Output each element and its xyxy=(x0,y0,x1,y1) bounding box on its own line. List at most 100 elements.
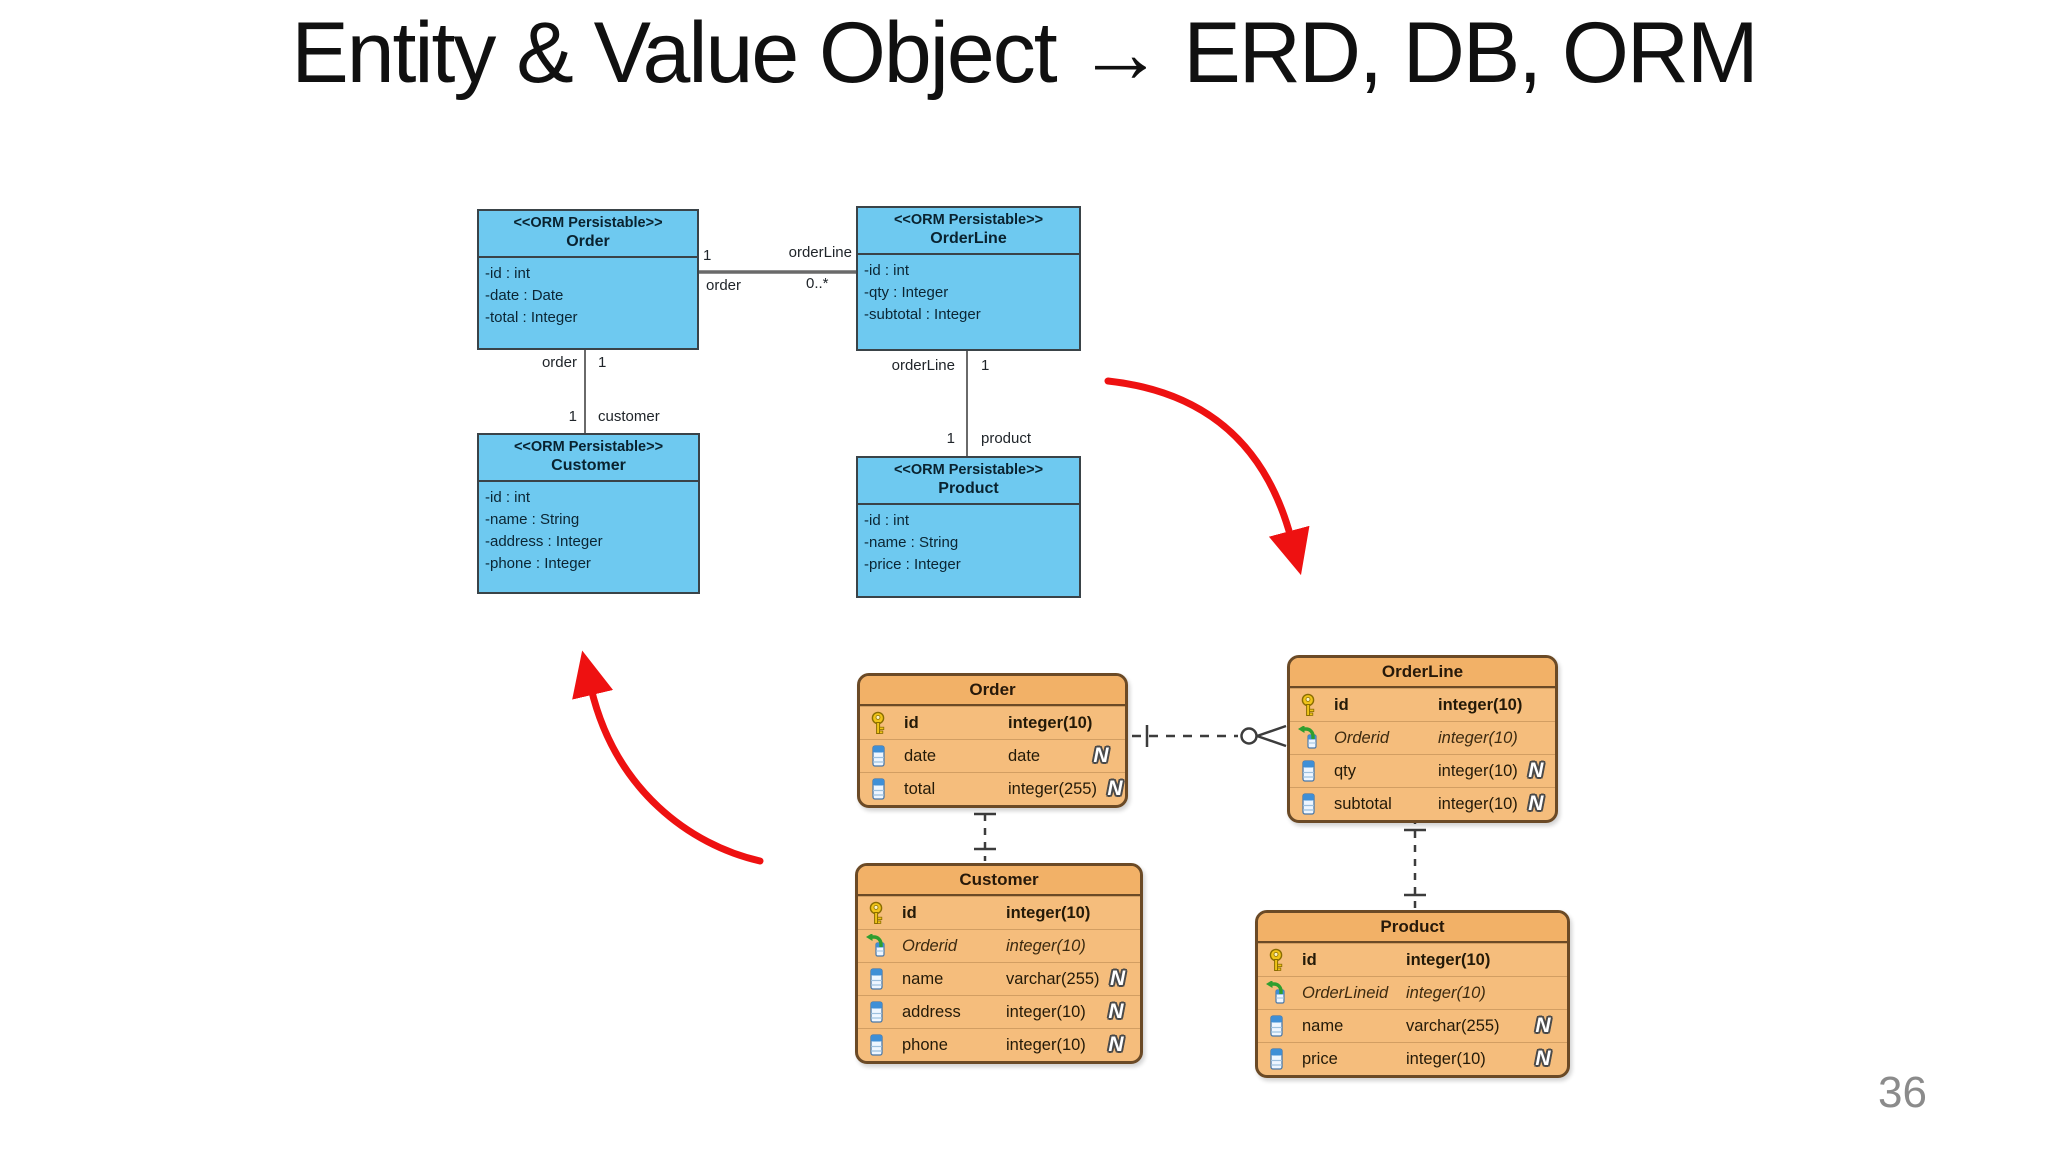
erd-column-name: name xyxy=(902,969,944,988)
column-icon xyxy=(870,1034,883,1056)
nullable-badge: N xyxy=(1535,1014,1551,1037)
uml-attribute: -phone : Integer xyxy=(485,555,591,572)
erd-column-name: subtotal xyxy=(1334,794,1392,813)
uml-class-header: <<ORM Persistable>> Customer xyxy=(479,435,698,482)
erd-column-name: id xyxy=(1334,695,1349,714)
erd-row: id integer(10) xyxy=(1258,943,1567,976)
nullable-badge: N xyxy=(1535,1047,1551,1070)
uml-attribute: -name : String xyxy=(485,511,580,528)
nullable-badge: N xyxy=(1528,792,1544,815)
erd-row: qty integer(10) N xyxy=(1290,754,1555,787)
primary-key-icon xyxy=(1301,693,1315,716)
assoc-multiplicity: 0..* xyxy=(806,275,829,292)
uml-class-customer: <<ORM Persistable>> Customer -id : int -… xyxy=(477,433,700,594)
uml-stereotype: <<ORM Persistable>> xyxy=(893,212,1044,228)
primary-key-icon xyxy=(1269,948,1283,971)
uml-attribute: -id : int xyxy=(485,265,531,282)
assoc-role: order xyxy=(541,354,577,371)
column-icon xyxy=(870,1001,883,1023)
erd-table-title: OrderLine xyxy=(1290,658,1555,688)
erd-column-type: integer(10) xyxy=(1006,1002,1086,1021)
uml-attribute: -subtotal : Integer xyxy=(864,306,981,323)
red-arrow-erd-to-uml xyxy=(572,650,764,865)
erd-column-type: varchar(255) xyxy=(1406,1016,1500,1035)
nullable-badge: N xyxy=(1528,759,1544,782)
erd-row: name varchar(255) N xyxy=(1258,1009,1567,1042)
erd-table-title: Product xyxy=(1258,913,1567,943)
erd-column-type: integer(10) xyxy=(1438,794,1518,813)
uml-class-product: <<ORM Persistable>> Product -id : int -n… xyxy=(856,456,1081,598)
erd-column-name: Orderid xyxy=(1334,728,1390,747)
assoc-role: orderLine xyxy=(788,244,852,261)
uml-class-header: <<ORM Persistable>> OrderLine xyxy=(858,208,1079,255)
uml-class-order: <<ORM Persistable>> Order -id : int -dat… xyxy=(477,209,699,350)
uml-attribute: -date : Date xyxy=(485,287,564,304)
erd-table-order: Order id integer(10) date date N total i… xyxy=(857,673,1128,808)
erd-column-name: total xyxy=(904,779,936,798)
uml-class-header: <<ORM Persistable>> Product xyxy=(858,458,1079,505)
erd-row: phone integer(10) N xyxy=(858,1028,1140,1061)
erd-column-name: OrderLineid xyxy=(1302,983,1389,1002)
erd-table-title: Customer xyxy=(858,866,1140,896)
foreign-key-icon xyxy=(866,934,885,957)
primary-key-icon xyxy=(871,711,885,734)
erd-column-type: integer(10) xyxy=(1008,713,1093,732)
column-icon xyxy=(872,778,885,800)
erd-column-name: id xyxy=(1302,950,1317,969)
uml-attribute: -id : int xyxy=(864,512,910,529)
erd-column-name: id xyxy=(904,713,919,732)
uml-class-name: OrderLine xyxy=(930,230,1007,247)
uml-attribute-list: -id : int -qty : Integer -subtotal : Int… xyxy=(858,255,1079,331)
erd-column-type: integer(10) xyxy=(1006,936,1086,955)
erd-column-name: qty xyxy=(1334,761,1357,780)
erd-column-name: address xyxy=(902,1002,961,1021)
column-icon xyxy=(1270,1048,1283,1070)
erd-table-customer: Customer id integer(10) Orderid integer(… xyxy=(855,863,1143,1064)
uml-attribute-list: -id : int -date : Date -total : Integer xyxy=(479,258,697,334)
uml-class-orderline: <<ORM Persistable>> OrderLine -id : int … xyxy=(856,206,1081,351)
erd-column-name: date xyxy=(904,746,937,765)
assoc-multiplicity: 1 xyxy=(981,357,990,374)
erd-column-type: integer(10) xyxy=(1006,903,1091,922)
nullable-badge: N xyxy=(1093,744,1109,767)
uml-stereotype: <<ORM Persistable>> xyxy=(893,462,1044,478)
erd-column-type: integer(10) xyxy=(1438,728,1518,747)
erd-row: total integer(255) N xyxy=(860,772,1125,805)
uml-attribute-list: -id : int -name : String -address : Inte… xyxy=(479,482,698,580)
erd-row: name varchar(255) N xyxy=(858,962,1140,995)
nullable-badge: N xyxy=(1109,967,1126,990)
erd-row: id integer(10) xyxy=(858,896,1140,929)
assoc-multiplicity: 1 xyxy=(703,247,712,264)
erd-row: OrderLineid integer(10) xyxy=(1258,976,1567,1009)
primary-key-icon xyxy=(869,901,883,924)
erd-column-name: name xyxy=(1302,1016,1344,1035)
erd-column-type: integer(10) xyxy=(1406,950,1491,969)
erd-column-name: Orderid xyxy=(902,936,958,955)
erd-column-type: integer(10) xyxy=(1406,1049,1486,1068)
erd-column-name: price xyxy=(1302,1049,1338,1068)
uml-stereotype: <<ORM Persistable>> xyxy=(513,439,664,455)
nullable-badge: N xyxy=(1108,1000,1124,1023)
uml-attribute: -total : Integer xyxy=(485,309,578,326)
uml-class-name: Customer xyxy=(551,457,626,474)
nullable-badge: N xyxy=(1107,777,1123,800)
erd-row: date date N xyxy=(860,739,1125,772)
uml-class-name: Product xyxy=(938,480,999,497)
erd-row: address integer(10) N xyxy=(858,995,1140,1028)
nullable-badge: N xyxy=(1108,1033,1124,1056)
column-icon xyxy=(1302,793,1315,815)
erd-row: id integer(10) xyxy=(860,706,1125,739)
erd-row: id integer(10) xyxy=(1290,688,1555,721)
column-icon xyxy=(1270,1015,1283,1037)
column-icon xyxy=(870,968,883,990)
uml-attribute: -qty : Integer xyxy=(864,284,949,301)
erd-column-type: date xyxy=(1008,746,1041,765)
column-icon xyxy=(1302,760,1315,782)
erd-row: Orderid integer(10) xyxy=(858,929,1140,962)
erd-table-title: Order xyxy=(860,676,1125,706)
erd-column-type: varchar(255) xyxy=(1006,969,1100,988)
assoc-role: product xyxy=(981,430,1032,447)
erd-column-type: integer(10) xyxy=(1438,695,1523,714)
column-icon xyxy=(872,745,885,767)
erd-row: Orderid integer(10) xyxy=(1290,721,1555,754)
